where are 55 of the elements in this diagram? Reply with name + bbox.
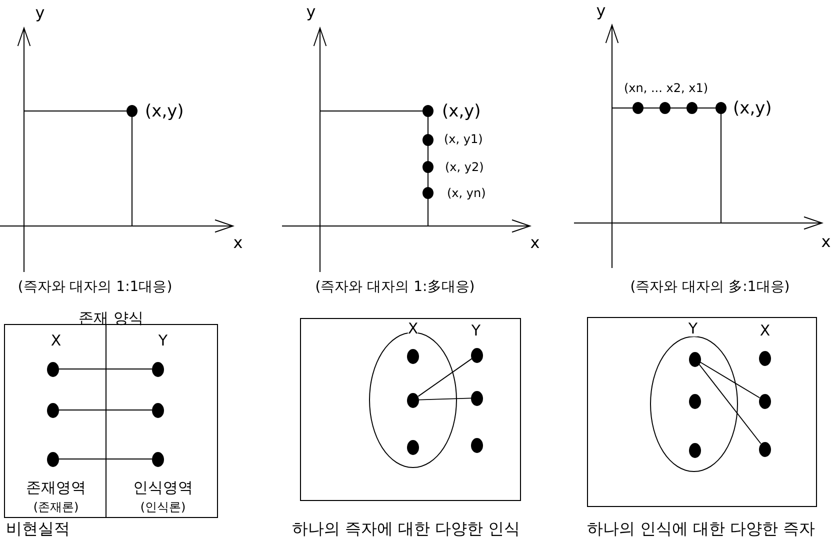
dot [152, 452, 164, 466]
dot [471, 438, 483, 452]
dot [407, 392, 419, 408]
region-label: 인식영역 [133, 480, 193, 496]
dot [407, 348, 419, 364]
panel-caption: 하나의 즉자에 대한 다양한 인식 [292, 521, 520, 537]
point-label: (x,y) [733, 100, 772, 118]
dot [471, 348, 483, 362]
plot-caption: (즉자와 대자의 多:1대응) [630, 280, 790, 294]
point-label: (xn, ... x2, x1) [624, 82, 708, 94]
point-label: (x, yn) [447, 187, 486, 199]
dot [152, 362, 164, 376]
connector-line [418, 358, 472, 397]
region-sublabel: (존재론) [33, 501, 79, 513]
connector-line [58, 458, 152, 460]
axis-label: x [530, 235, 540, 251]
dot [407, 440, 419, 454]
dot [47, 402, 59, 418]
connector-line [700, 362, 760, 398]
set-ellipse [650, 336, 738, 472]
point-label: (x,y) [442, 104, 481, 120]
connector-line [418, 398, 472, 400]
dot [47, 452, 59, 466]
axis-label: y [35, 5, 45, 21]
dot [689, 442, 701, 458]
set-label: Y [158, 334, 168, 348]
dot [152, 402, 164, 418]
set-label: X [760, 324, 770, 338]
dot [689, 394, 701, 408]
dot [689, 352, 701, 366]
dot [759, 394, 771, 408]
dot [47, 362, 59, 376]
connector-line [698, 364, 762, 444]
dot [759, 350, 771, 366]
point-label: (x, y1) [444, 133, 483, 145]
dot [759, 442, 771, 456]
plot-caption: (즉자와 대자의 1:多대응) [315, 280, 475, 294]
set-label: Y [688, 322, 698, 336]
panel-caption: 하나의 인식에 대한 다양한 즉자 [586, 521, 816, 537]
dot [471, 390, 483, 406]
point-label: (x, y2) [445, 161, 484, 173]
axis-label: x [233, 235, 243, 251]
axis-label: x [821, 234, 831, 250]
set-label: X [50, 334, 62, 348]
panel-caption: 비현실적 [6, 521, 70, 537]
set-label: Y [471, 324, 481, 338]
region-sublabel: (인식론) [140, 501, 186, 513]
plot-caption: (즉자와 대자의 1:1대응) [18, 280, 172, 294]
connector-line [58, 368, 152, 370]
set-label: X [408, 322, 418, 336]
axis-label: y [596, 3, 606, 19]
region-label: 존재영역 [26, 480, 86, 496]
point-label: (x,y) [145, 104, 184, 120]
set-ellipse [369, 332, 457, 468]
axis-label: y [306, 4, 316, 20]
